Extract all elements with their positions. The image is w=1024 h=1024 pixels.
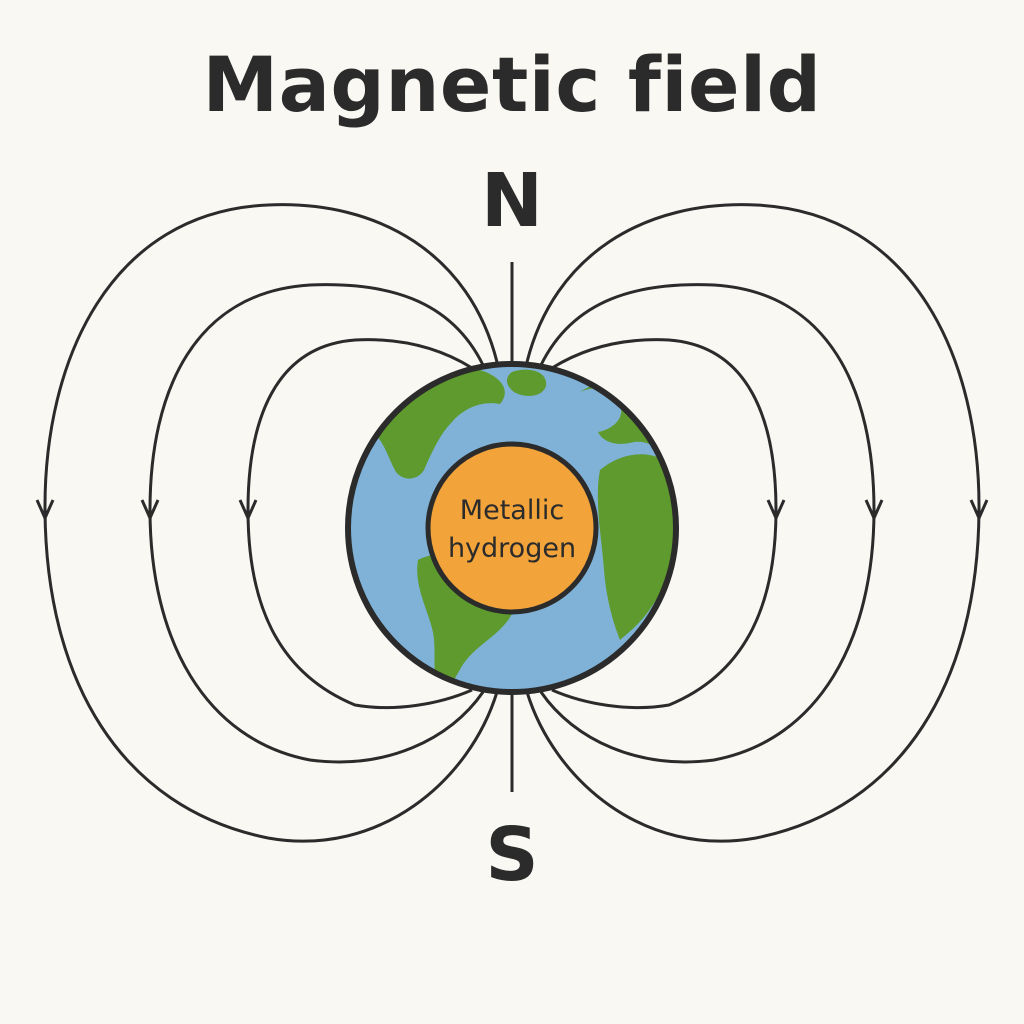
field-line-left-middle	[148, 283, 485, 764]
south-pole-label: S	[485, 812, 539, 898]
arrow-right-inner	[766, 499, 786, 522]
arrow-left-outer	[35, 499, 55, 522]
arrow-right-middle	[864, 499, 884, 522]
field-line-right-inner	[551, 338, 778, 710]
field-line-right-outer	[525, 203, 981, 843]
core-label-line1: Metallic	[459, 495, 565, 526]
north-pole-label: N	[481, 158, 543, 244]
continent-africa	[597, 454, 676, 640]
diagram-title: Magnetic field	[202, 40, 822, 129]
core-label: Metallic hydrogen	[428, 492, 596, 568]
field-line-left-outer	[43, 203, 499, 843]
core-label-line2: hydrogen	[447, 533, 577, 564]
arrow-right-outer	[969, 499, 989, 522]
field-line-right-middle	[539, 283, 876, 764]
metallic-hydrogen-core	[425, 441, 599, 615]
arrow-left-inner	[238, 499, 258, 522]
continent-greenland	[506, 369, 547, 396]
field-line-left-inner	[246, 338, 473, 710]
arrow-left-middle	[140, 499, 160, 522]
planet-outline	[345, 361, 679, 695]
